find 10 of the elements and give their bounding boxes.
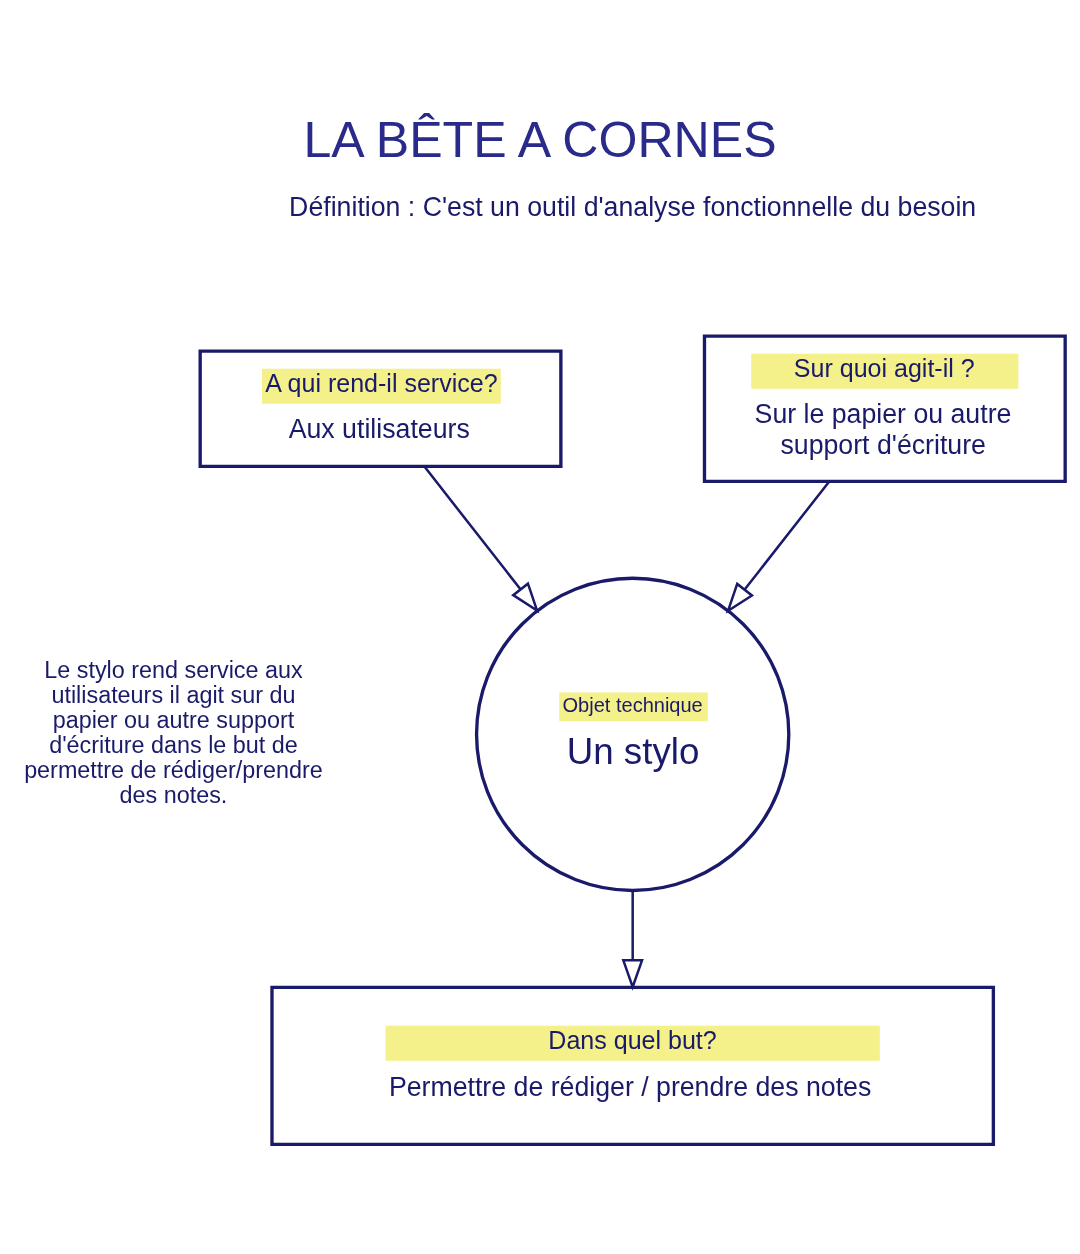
diagram-title: LA BÊTE A CORNES <box>303 111 777 168</box>
node-box: A qui rend-il service? Aux utilisateurs <box>198 348 563 468</box>
label: Définition : C'est un outil d'analyse fonctionnelle du besoin <box>289 191 977 222</box>
arrow <box>621 890 644 991</box>
node-box: Dans quel but? Permettre de rédiger / prendre des notes <box>270 985 996 1146</box>
node-circle: Objet technique Un stylo <box>474 576 791 892</box>
arrow <box>725 480 830 614</box>
node-box: Sur quoi agit-il ? Sur le papier ou autre support d'écriture <box>702 333 1067 483</box>
label: Le stylo rend service aux utilisateurs il agit sur du papier ou autre support d'écriture dans le but de permettre de rédiger/prendre des notes. <box>24 656 323 808</box>
arrow <box>423 465 540 613</box>
